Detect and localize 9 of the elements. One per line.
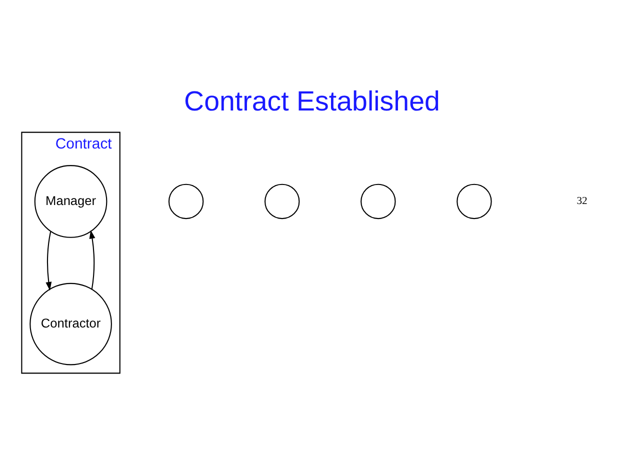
label: 32 — [576, 194, 588, 207]
node-circle — [360, 183, 396, 219]
node-circle — [264, 183, 300, 219]
node-circle — [168, 183, 204, 219]
node-circle: Manager — [34, 164, 108, 238]
node-circle — [456, 183, 492, 219]
diagram-title: Contract Established — [184, 85, 440, 116]
arrow — [89, 230, 96, 289]
arrow — [46, 231, 52, 290]
